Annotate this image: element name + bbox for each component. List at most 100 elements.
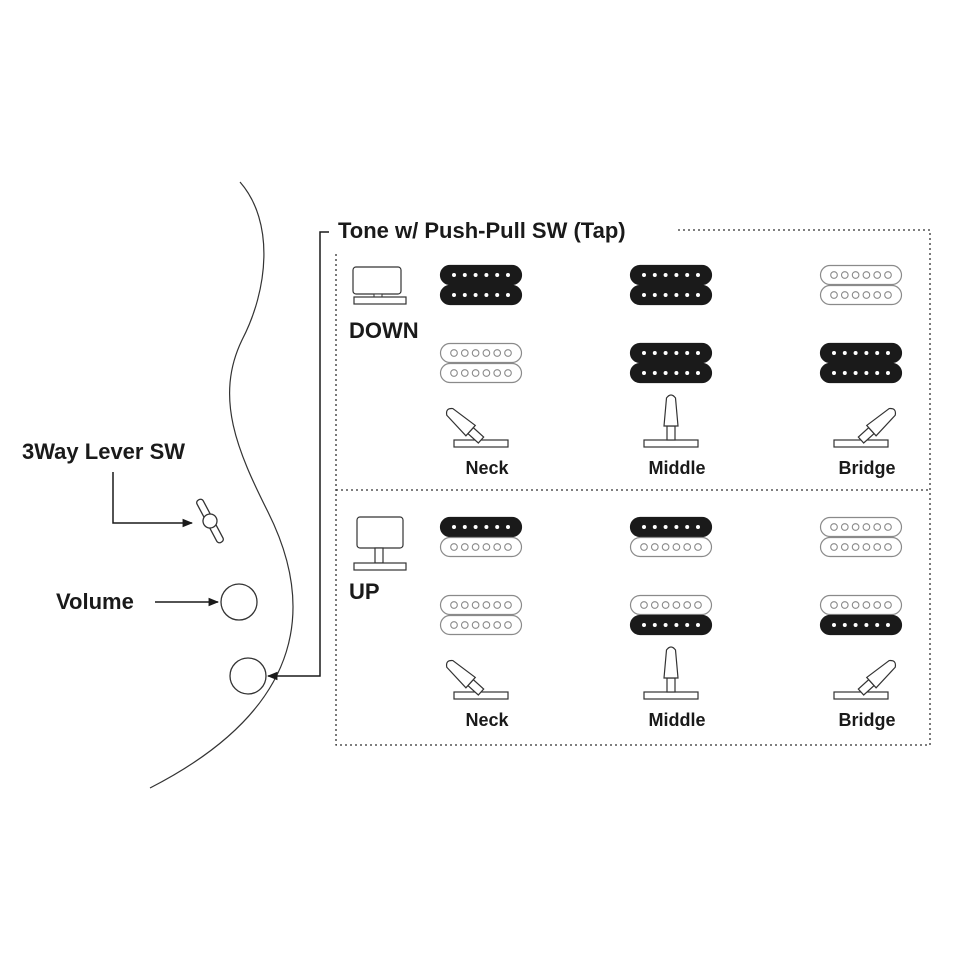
coil-body	[819, 264, 903, 286]
pole-piece	[696, 371, 700, 375]
lower-coil-active	[819, 614, 903, 636]
pole-piece	[640, 543, 648, 551]
coil-body	[439, 516, 523, 538]
pole-piece	[663, 273, 668, 277]
coil-body	[629, 362, 713, 384]
pole-piece	[482, 349, 491, 357]
tone-box-border	[335, 229, 931, 746]
pole-piece	[696, 525, 700, 529]
pole-piece	[462, 273, 467, 277]
pole-piece	[460, 349, 469, 357]
pole-piece	[504, 349, 512, 357]
pole-piece	[875, 371, 880, 375]
pole-piece	[493, 543, 502, 551]
pole-piece	[652, 623, 657, 627]
neck-pickup	[439, 516, 523, 558]
pole-piece	[696, 293, 700, 297]
pole-piece	[873, 291, 882, 299]
push-pull-state-label: DOWN	[349, 318, 419, 343]
lower-coil-active	[629, 614, 713, 636]
pole-piece	[493, 601, 502, 609]
pole-piece	[683, 601, 692, 609]
pole-piece	[696, 273, 700, 277]
pole-piece	[830, 271, 838, 279]
pole-piece	[452, 525, 456, 529]
pole-piece	[685, 525, 690, 529]
lever-base	[453, 691, 509, 700]
pole-piece	[851, 271, 860, 279]
pole-piece	[661, 601, 670, 609]
pole-piece	[864, 351, 869, 355]
pole-piece	[642, 623, 646, 627]
position-label: Neck	[465, 710, 509, 730]
coil-body	[629, 516, 713, 538]
pole-piece	[862, 271, 871, 279]
upper-coil-active	[439, 516, 523, 538]
lower-coil-inactive	[819, 284, 903, 306]
coil-body	[439, 594, 523, 616]
pole-piece	[460, 621, 469, 629]
pole-piece	[652, 351, 657, 355]
pole-piece	[473, 293, 478, 297]
pole-piece	[450, 349, 458, 357]
lower-coil-active	[629, 284, 713, 306]
lever-switch-icon	[196, 498, 224, 544]
pole-piece	[484, 273, 489, 277]
pole-piece	[830, 601, 838, 609]
pole-piece	[661, 543, 670, 551]
pole-piece	[460, 543, 469, 551]
pole-piece	[484, 293, 489, 297]
pole-piece	[482, 621, 491, 629]
pole-piece	[650, 543, 659, 551]
coil-body	[629, 536, 713, 558]
pole-piece	[663, 371, 668, 375]
pole-piece	[873, 543, 882, 551]
pole-piece	[832, 371, 836, 375]
pole-piece	[685, 371, 690, 375]
coil-body	[819, 516, 903, 538]
pole-piece	[875, 623, 880, 627]
position-label: Middle	[649, 458, 706, 478]
lever-tip	[857, 407, 897, 444]
pole-piece	[864, 371, 869, 375]
lower-coil-active	[629, 362, 713, 384]
lever-middle-icon	[643, 394, 699, 448]
pole-piece	[450, 601, 458, 609]
pole-piece	[663, 525, 668, 529]
lever-neck-icon	[445, 407, 509, 448]
pole-piece	[674, 525, 679, 529]
neck-pickup	[819, 516, 903, 558]
pole-piece	[886, 351, 890, 355]
pole-piece	[884, 601, 892, 609]
pole-piece	[694, 601, 702, 609]
upper-coil-inactive	[629, 594, 713, 616]
position-label: Middle	[649, 710, 706, 730]
position-bridge: Bridge	[819, 516, 903, 730]
lever-bridge-icon	[833, 659, 897, 700]
pole-piece	[652, 293, 657, 297]
pole-piece	[685, 351, 690, 355]
lower-coil-inactive	[439, 536, 523, 558]
pole-piece	[504, 369, 512, 377]
guitar-body-outline	[149, 181, 294, 789]
coil-body	[439, 536, 523, 558]
pole-piece	[493, 349, 502, 357]
push-pull-down-icon	[352, 266, 407, 305]
pole-piece	[506, 293, 510, 297]
pole-piece	[840, 271, 849, 279]
pole-piece	[884, 291, 892, 299]
pole-piece	[642, 371, 646, 375]
position-bridge: Bridge	[819, 264, 903, 478]
pole-piece	[674, 293, 679, 297]
pole-piece	[862, 601, 871, 609]
bridge-pickup	[439, 594, 523, 636]
lever-switch-pointer	[112, 472, 194, 528]
lever-base	[833, 439, 889, 448]
pole-piece	[674, 371, 679, 375]
pole-piece	[482, 543, 491, 551]
pole-piece	[471, 349, 480, 357]
coil-body	[439, 264, 523, 286]
pole-piece	[886, 623, 890, 627]
tone-pointer	[266, 231, 329, 681]
